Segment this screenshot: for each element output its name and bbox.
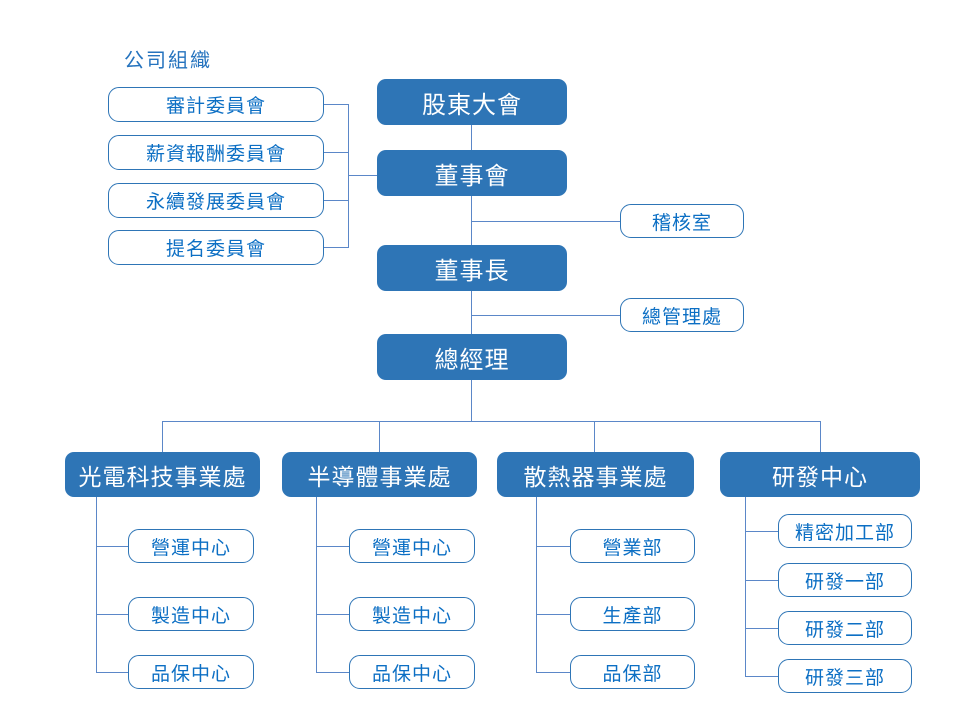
unit-box-d1-manufacturing: 製造中心: [128, 597, 254, 631]
connector-line: [745, 628, 778, 630]
connector-line: [745, 676, 778, 678]
division-box-optoelectronics: 光電科技事業處: [65, 452, 260, 497]
connector-line: [536, 614, 570, 616]
unit-box-d3-sales: 營業部: [570, 529, 695, 563]
connector-line: [745, 531, 778, 533]
unit-box-d2-quality: 品保中心: [349, 655, 475, 689]
connector-line: [324, 104, 348, 106]
connector-line: [745, 580, 778, 582]
committee-box-nomination: 提名委員會: [108, 230, 324, 265]
connector-line: [162, 421, 820, 423]
connector-line: [316, 614, 349, 616]
unit-box-d4-rnd-3: 研發三部: [778, 659, 912, 693]
committee-box-compensation: 薪資報酬委員會: [108, 135, 324, 170]
unit-box-d1-operations: 營運中心: [128, 529, 254, 563]
org-box-shareholders-meeting: 股東大會: [377, 79, 567, 125]
staff-box-audit-office: 稽核室: [620, 204, 744, 238]
connector-line: [162, 421, 164, 452]
connector-line: [96, 497, 98, 672]
division-box-semiconductor: 半導體事業處: [282, 452, 477, 497]
connector-line: [536, 497, 538, 672]
connector-line: [471, 380, 473, 421]
connector-line: [316, 497, 318, 672]
committee-box-sustainability: 永續發展委員會: [108, 183, 324, 218]
connector-line: [471, 125, 473, 150]
connector-line: [379, 421, 381, 452]
connector-line: [472, 221, 620, 223]
connector-line: [324, 200, 348, 202]
unit-box-d4-rnd-2: 研發二部: [778, 611, 912, 645]
connector-line: [324, 152, 348, 154]
unit-box-d4-precision-machining: 精密加工部: [778, 514, 912, 548]
connector-line: [820, 421, 822, 452]
unit-box-d3-production: 生產部: [570, 597, 695, 631]
connector-line: [96, 546, 128, 548]
connector-line: [536, 546, 570, 548]
connector-line: [471, 196, 473, 245]
connector-line: [348, 175, 377, 177]
unit-box-d2-operations: 營運中心: [349, 529, 475, 563]
connector-line: [96, 614, 128, 616]
connector-line: [536, 672, 570, 674]
connector-line: [324, 247, 348, 249]
division-box-rnd-center: 研發中心: [720, 452, 920, 497]
org-box-general-manager: 總經理: [377, 334, 567, 380]
unit-box-d2-manufacturing: 製造中心: [349, 597, 475, 631]
unit-box-d1-quality: 品保中心: [128, 655, 254, 689]
connector-line: [472, 315, 620, 317]
org-box-board-of-directors: 董事會: [377, 150, 567, 196]
unit-box-d3-quality: 品保部: [570, 655, 695, 689]
connector-line: [316, 546, 349, 548]
staff-box-general-management-office: 總管理處: [620, 298, 744, 332]
connector-line: [96, 672, 128, 674]
org-box-chairman: 董事長: [377, 245, 567, 291]
connector-line: [316, 672, 349, 674]
connector-line: [594, 421, 596, 452]
committee-box-audit: 審計委員會: [108, 87, 324, 122]
page-title: 公司組織: [124, 48, 212, 72]
unit-box-d4-rnd-1: 研發一部: [778, 563, 912, 597]
connector-line: [745, 497, 747, 676]
connector-line: [471, 291, 473, 334]
division-box-heatsink: 散熱器事業處: [497, 452, 694, 497]
